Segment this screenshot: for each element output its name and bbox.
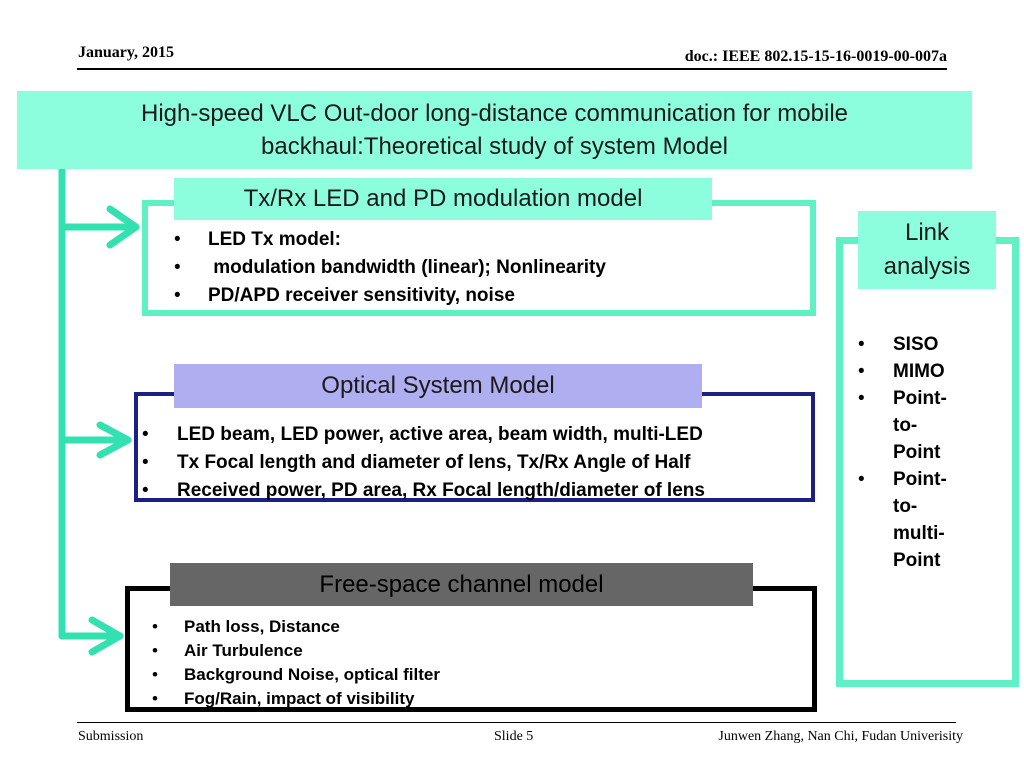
- link-analysis-list: •SISO •MIMO • Point- to- Point • Point- …: [858, 331, 978, 574]
- list-item: •Air Turbulence: [152, 639, 440, 663]
- list-item: •Received power, PD area, Rx Focal lengt…: [142, 477, 705, 505]
- optical-model-list: •LED beam, LED power, active area, beam …: [142, 421, 705, 505]
- list-item: • Point- to- Point: [858, 385, 978, 466]
- free-space-model-heading: Free-space channel model: [170, 563, 753, 606]
- list-item: •SISO: [858, 331, 978, 358]
- bullet-icon: •: [858, 334, 865, 355]
- footer-divider: [77, 722, 956, 723]
- bullet-icon: •: [152, 689, 158, 708]
- list-item: •Fog/Rain, impact of visibility: [152, 687, 440, 711]
- slide-title: High-speed VLC Out-door long-distance co…: [17, 91, 972, 169]
- list-item: • modulation bandwidth (linear); Nonline…: [174, 254, 606, 282]
- tx-rx-model-list: •LED Tx model: • modulation bandwidth (l…: [174, 226, 606, 310]
- link-analysis-heading-line-1: Link: [904, 219, 950, 246]
- slide-title-line-2: backhaul:Theoretical study of system Mod…: [261, 133, 728, 160]
- link-analysis-heading: Link analysis: [858, 211, 996, 289]
- arrow-head-free-space: [88, 616, 124, 656]
- tx-rx-model-heading: Tx/Rx LED and PD modulation model: [174, 178, 712, 220]
- bullet-icon: •: [174, 229, 181, 250]
- bullet-icon: •: [858, 469, 865, 490]
- header-date: January, 2015: [78, 44, 175, 61]
- footer-slide-number: Slide 5: [494, 729, 534, 744]
- link-analysis-heading-line-2: analysis: [883, 253, 971, 280]
- list-item: •Path loss, Distance: [152, 615, 440, 639]
- header-divider: [77, 68, 947, 70]
- free-space-model-list: •Path loss, Distance •Air Turbulence •Ba…: [152, 615, 440, 711]
- slide-title-line-1: High-speed VLC Out-door long-distance co…: [140, 100, 848, 127]
- list-item: •LED beam, LED power, active area, beam …: [142, 421, 705, 449]
- bullet-icon: •: [858, 361, 865, 382]
- list-item: •PD/APD receiver sensitivity, noise: [174, 282, 606, 310]
- optical-model-heading: Optical System Model: [174, 364, 702, 408]
- bullet-icon: •: [174, 257, 181, 278]
- list-item: •MIMO: [858, 358, 978, 385]
- bullet-icon: •: [858, 388, 865, 409]
- bullet-icon: •: [152, 641, 158, 660]
- list-item: •Tx Focal length and diameter of lens, T…: [142, 449, 705, 477]
- header-doc-id: doc.: IEEE 802.15-15-16-0019-00-007a: [684, 48, 947, 65]
- bullet-icon: •: [142, 424, 149, 445]
- arrow-head-tx: [106, 205, 140, 249]
- list-item: •LED Tx model:: [174, 226, 606, 254]
- footer-submission: Submission: [78, 729, 144, 744]
- bullet-icon: •: [174, 285, 181, 306]
- footer-authors: Junwen Zhang, Nan Chi, Fudan Univerisity: [718, 729, 963, 744]
- bullet-icon: •: [152, 665, 158, 684]
- bullet-icon: •: [152, 617, 158, 636]
- list-item: •Background Noise, optical filter: [152, 663, 440, 687]
- arrow-head-optical: [96, 421, 132, 459]
- list-item: • Point- to- multi- Point: [858, 466, 978, 574]
- bullet-icon: •: [142, 480, 149, 501]
- bullet-icon: •: [142, 452, 149, 473]
